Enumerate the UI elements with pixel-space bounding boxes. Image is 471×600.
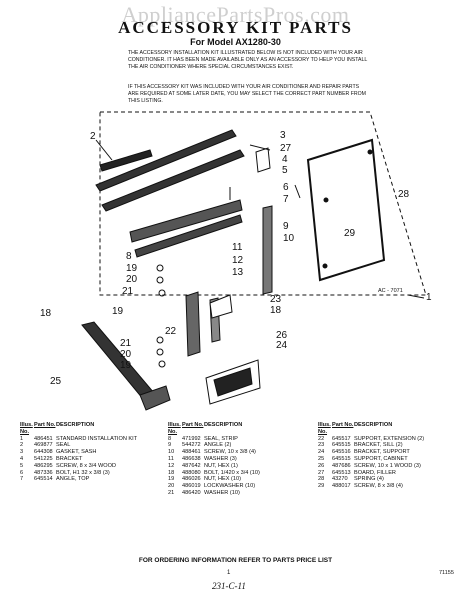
header-illus-no: Illus. No. bbox=[20, 422, 33, 435]
callout-21: 21 bbox=[122, 286, 134, 297]
gasket-strip-2 bbox=[101, 149, 245, 212]
callout-27: 27 bbox=[280, 143, 292, 154]
callout-29: 29 bbox=[344, 228, 356, 239]
header-description: DESCRIPTION bbox=[354, 422, 393, 428]
page-number: 1 bbox=[227, 570, 231, 576]
frame-outline bbox=[99, 111, 427, 296]
callout-10: 10 bbox=[283, 233, 295, 244]
callout-8: 8 bbox=[126, 251, 132, 262]
callout-6: 6 bbox=[283, 182, 289, 193]
header-part-no: Part No. bbox=[182, 422, 204, 428]
callout-2: 2 bbox=[90, 131, 96, 142]
support-extension bbox=[185, 291, 201, 357]
header-description: DESCRIPTION bbox=[204, 422, 243, 428]
exploded-parts-diagram: 2 3 27 4 5 6 7 9 10 11 12 8 19 20 21 13 … bbox=[40, 111, 432, 411]
callout-20b: 20 bbox=[120, 349, 132, 360]
callout-19: 19 bbox=[126, 263, 138, 274]
callout-13: 13 bbox=[232, 267, 244, 278]
intro-paragraph-1: THE ACCESSORY INSTALLATION KIT ILLUSTRAT… bbox=[128, 50, 368, 70]
callout-19c: 19 bbox=[120, 360, 132, 371]
cabinet-support-foot bbox=[139, 385, 171, 411]
callout-23: 23 bbox=[270, 294, 282, 305]
sill-bracket bbox=[209, 294, 233, 319]
callout-18: 18 bbox=[40, 308, 52, 319]
vertical-angle bbox=[262, 205, 273, 295]
watermark-text: AppliancePartsPros.com bbox=[121, 2, 350, 27]
callout-25: 25 bbox=[50, 376, 62, 387]
callout-labels: 2 3 27 4 5 6 7 9 10 11 12 8 19 20 21 13 … bbox=[40, 130, 432, 387]
top-angle-lower bbox=[134, 214, 243, 258]
gasket-strip-1 bbox=[95, 129, 237, 192]
callout-22: 22 bbox=[165, 326, 177, 337]
callout-9: 9 bbox=[283, 221, 289, 232]
callout-24: 24 bbox=[276, 340, 288, 351]
callout-28: 28 bbox=[398, 189, 410, 200]
ordering-note: FOR ORDERING INFORMATION REFER TO PARTS … bbox=[138, 557, 333, 564]
page-title: ACCESSORY KIT PARTS bbox=[118, 18, 353, 37]
callout-12: 12 bbox=[232, 255, 244, 266]
intro-paragraph-2: IF THIS ACCESSORY KIT WAS INCLUDED WITH … bbox=[128, 84, 366, 104]
callout-7: 7 bbox=[283, 194, 289, 205]
callout-3: 3 bbox=[280, 130, 286, 141]
callout-19b: 19 bbox=[112, 306, 124, 317]
header-part-no: Part No. bbox=[34, 422, 56, 428]
document-code: 71155 bbox=[439, 570, 454, 576]
callout-1: 1 bbox=[426, 292, 432, 303]
header-illus-no: Illus. No. bbox=[168, 422, 181, 435]
header-illus-no: Illus. No. bbox=[318, 422, 331, 435]
callout-5: 5 bbox=[282, 165, 288, 176]
bracket bbox=[255, 147, 271, 173]
handwritten-note: 231-C-11 bbox=[212, 581, 246, 591]
callout-11: 11 bbox=[232, 242, 243, 253]
filler-board bbox=[306, 138, 386, 282]
seal-bar bbox=[99, 149, 153, 172]
callout-4: 4 bbox=[282, 154, 288, 165]
header-description: DESCRIPTION bbox=[56, 422, 95, 428]
callout-18b: 18 bbox=[270, 305, 282, 316]
top-angle bbox=[129, 199, 243, 243]
callout-21b: 21 bbox=[120, 338, 132, 349]
diagram-ref-code: AC - 7071 bbox=[378, 288, 403, 294]
model-subtitle: For Model AX1280-30 bbox=[190, 37, 281, 47]
callout-26: 26 bbox=[276, 330, 288, 341]
header-part-no: Part No. bbox=[332, 422, 354, 428]
callout-20: 20 bbox=[126, 274, 138, 285]
